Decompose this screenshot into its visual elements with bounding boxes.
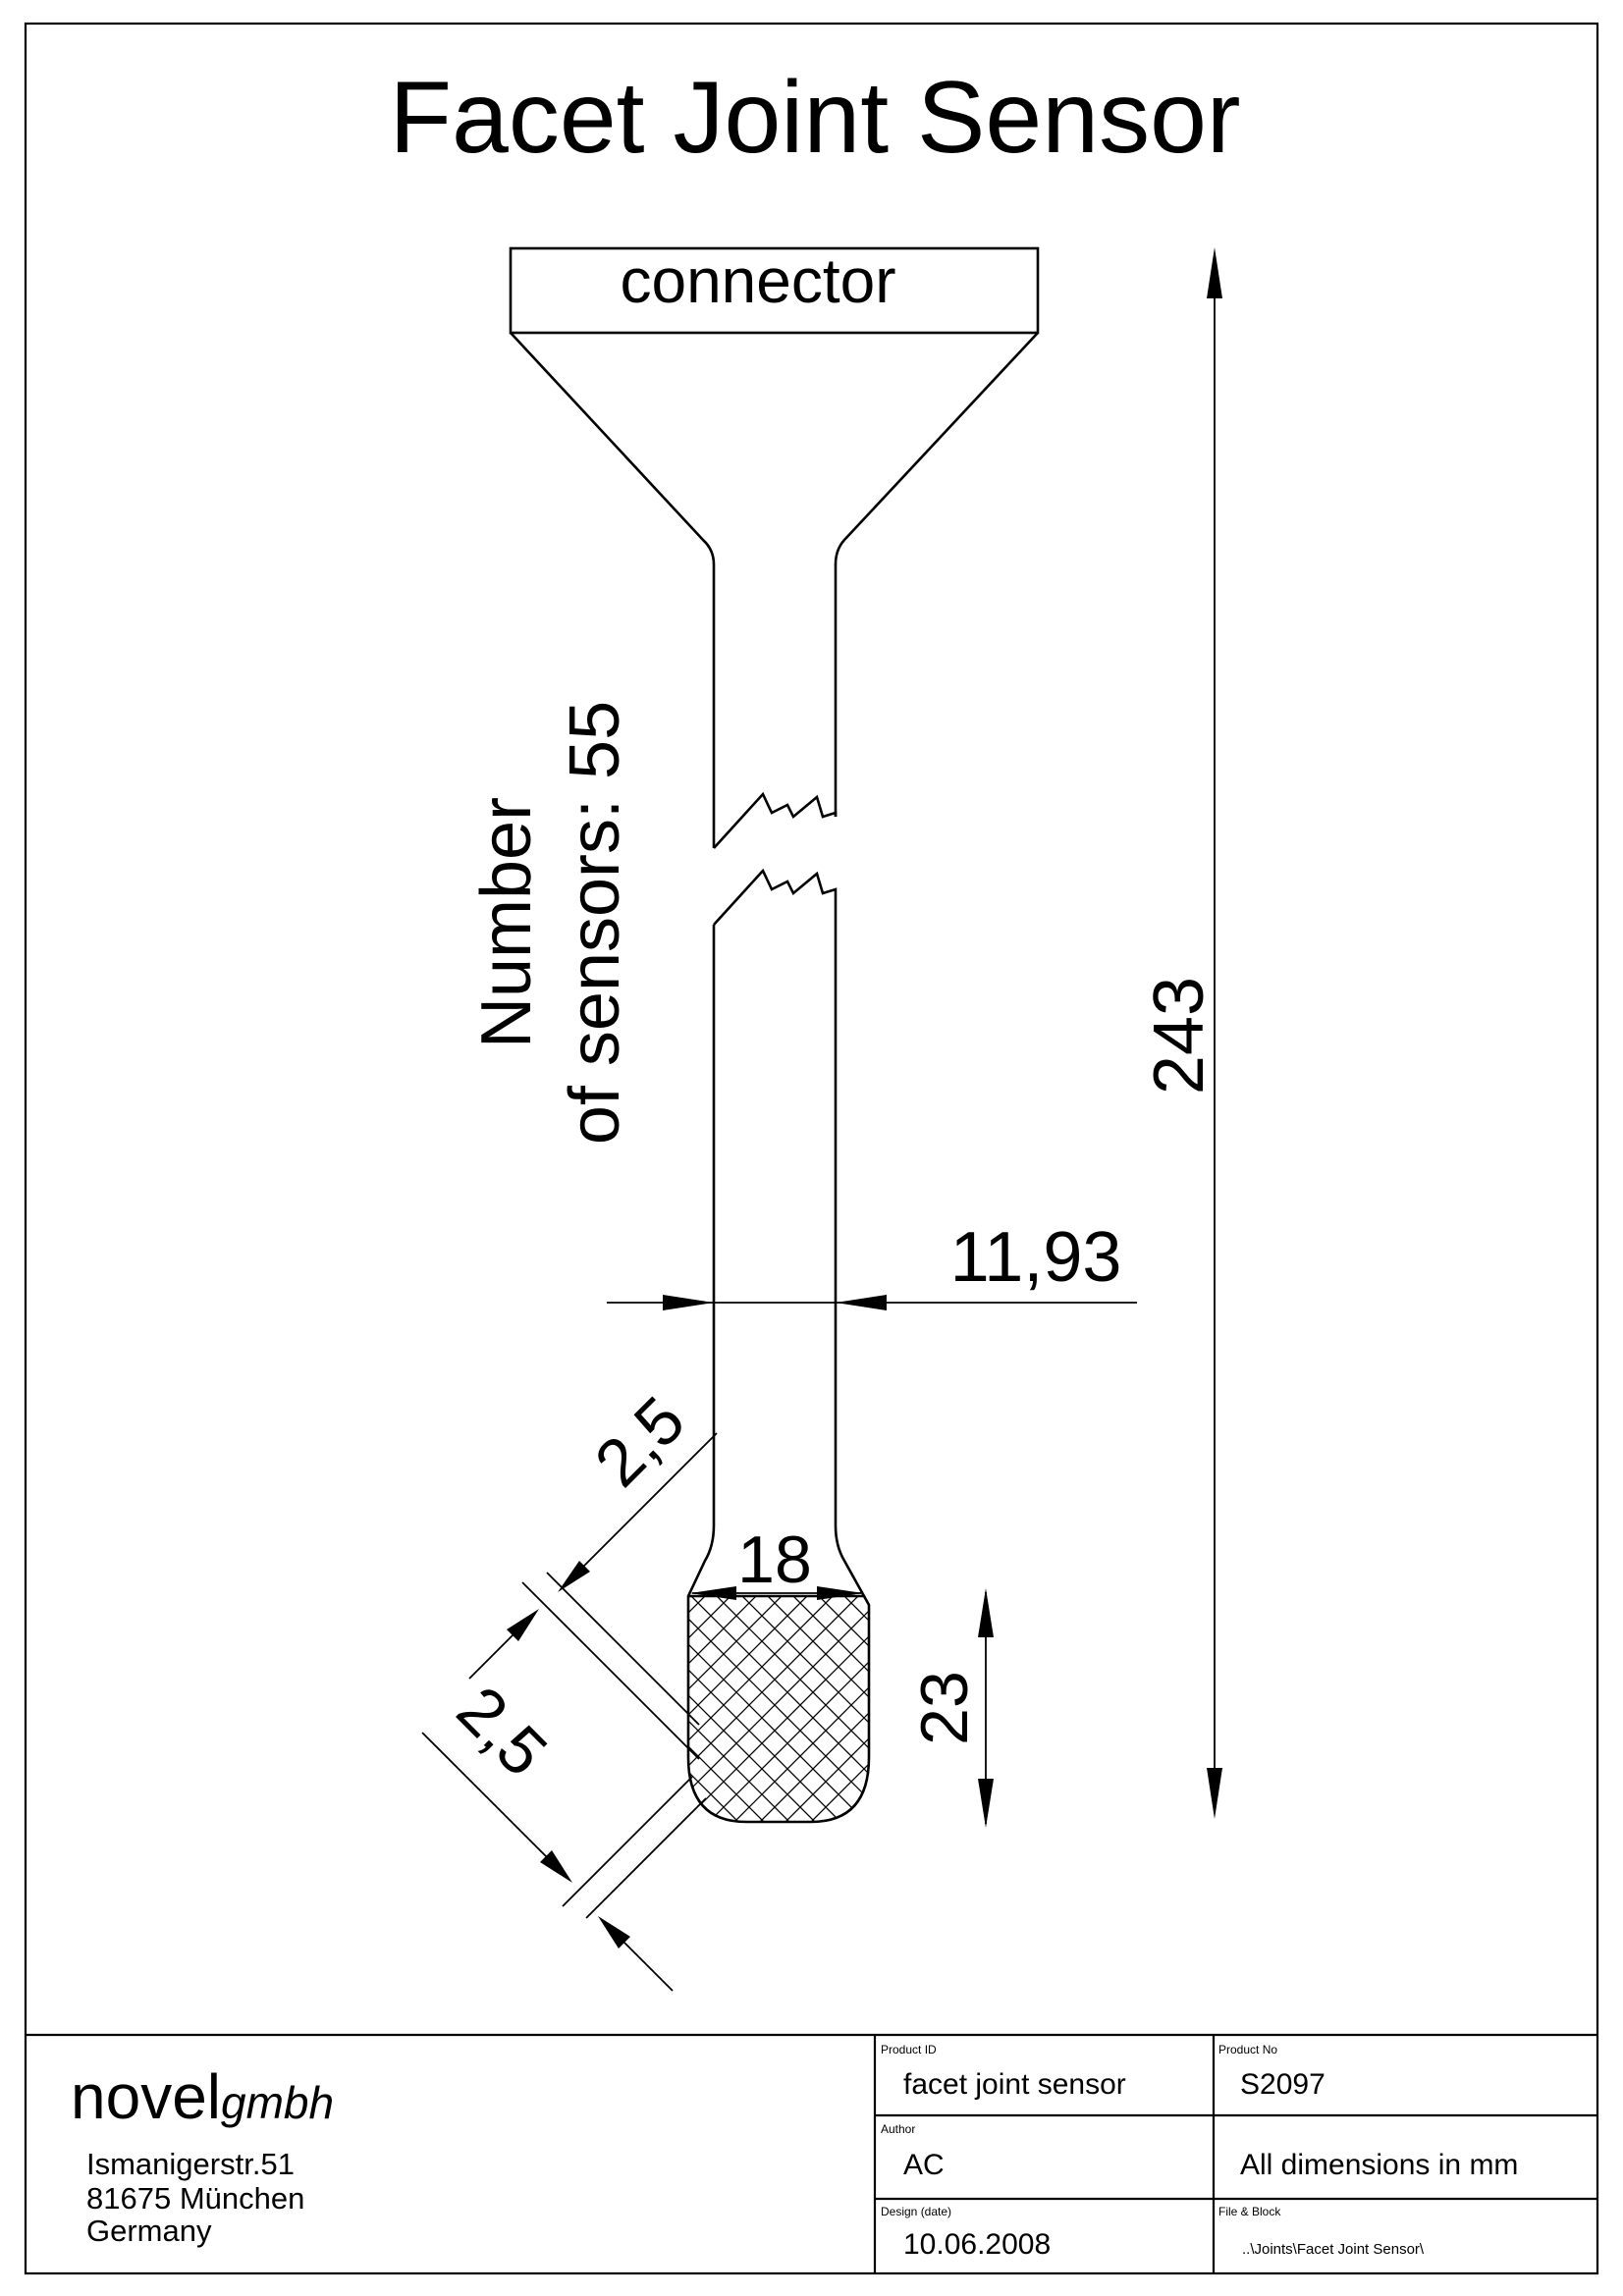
company-address-street: Ismanigerstr.51 [86,2147,295,2181]
dimension-arrow-strip-left [663,1295,714,1310]
dimension-arrow-pad-top [978,1588,994,1637]
funnel-left-edge [510,332,716,848]
author-label: Author [881,2122,915,2136]
dimension-strip-width: 11,93 [950,1218,1122,1297]
dimension-ext-offset-4 [585,1797,707,1919]
product-no-value: S2097 [1240,2068,1325,2101]
dimension-offset-upper: 2,5 [580,1382,699,1501]
dimensions-note: All dimensions in mm [1240,2149,1518,2181]
dimension-leader-offset-lower [421,1732,566,1876]
dimension-pad-height: 23 [907,1671,982,1745]
dimension-arrow-pad-bottom [978,1779,994,1828]
company-address-country: Germany [86,2214,212,2248]
product-no-label: Product No [1218,2043,1277,2056]
dimension-line-offset-upper [562,1432,718,1588]
break-line-top [713,791,838,849]
funnel-right-edge [834,332,1039,817]
author-value: AC [903,2149,945,2181]
sensor-count-label-line2: of sensors: 55 [556,701,634,1145]
dimension-arrow-total-bottom [1207,1768,1222,1819]
dimension-arrow-offset-lower [540,1850,572,1883]
company-name: novelgmbh [71,2061,334,2132]
file-block-value: ..\Joints\Facet Joint Sensor\ [1242,2241,1425,2258]
dimension-arrow-offset-upper [558,1561,590,1592]
dimension-arrow-offset-lower-2 [598,1916,630,1949]
drawing-title: Facet Joint Sensor [389,61,1240,175]
design-date-value: 10.06.2008 [903,2228,1051,2261]
drawing-frame [24,22,1599,2275]
dimension-pad-width: 18 [737,1522,812,1597]
dimension-total-length: 243 [1140,977,1218,1095]
dimension-arrow-offset-upper-2 [507,1609,539,1641]
dimension-ext-offset-3 [562,1776,693,1907]
file-block-label: File & Block [1218,2205,1281,2218]
dimension-arrow-total-top [1207,247,1222,298]
product-id-label: Product ID [881,2043,937,2056]
dimension-arrow-strip-right [836,1295,887,1310]
break-line-bottom [713,868,838,926]
company-suffix: gmbh [221,2077,334,2128]
sensor-count-label-line1: Number [467,797,546,1048]
dimension-arrow-pad-right [817,1586,863,1600]
sensor-grid-hatch [688,1596,869,1822]
connector-label: connector [620,245,895,316]
dimension-offset-lower: 2,5 [443,1672,562,1790]
dimension-ext-offset-1 [521,1581,700,1760]
dimension-arrow-pad-left [690,1586,736,1600]
company-address-city: 81675 München [86,2181,304,2216]
sensor-pad-outline [686,1524,871,1824]
connector-box [509,246,1040,335]
design-date-label: Design (date) [881,2205,951,2218]
product-id-value: facet joint sensor [903,2068,1126,2101]
dimension-ext-offset-2 [546,1572,700,1726]
